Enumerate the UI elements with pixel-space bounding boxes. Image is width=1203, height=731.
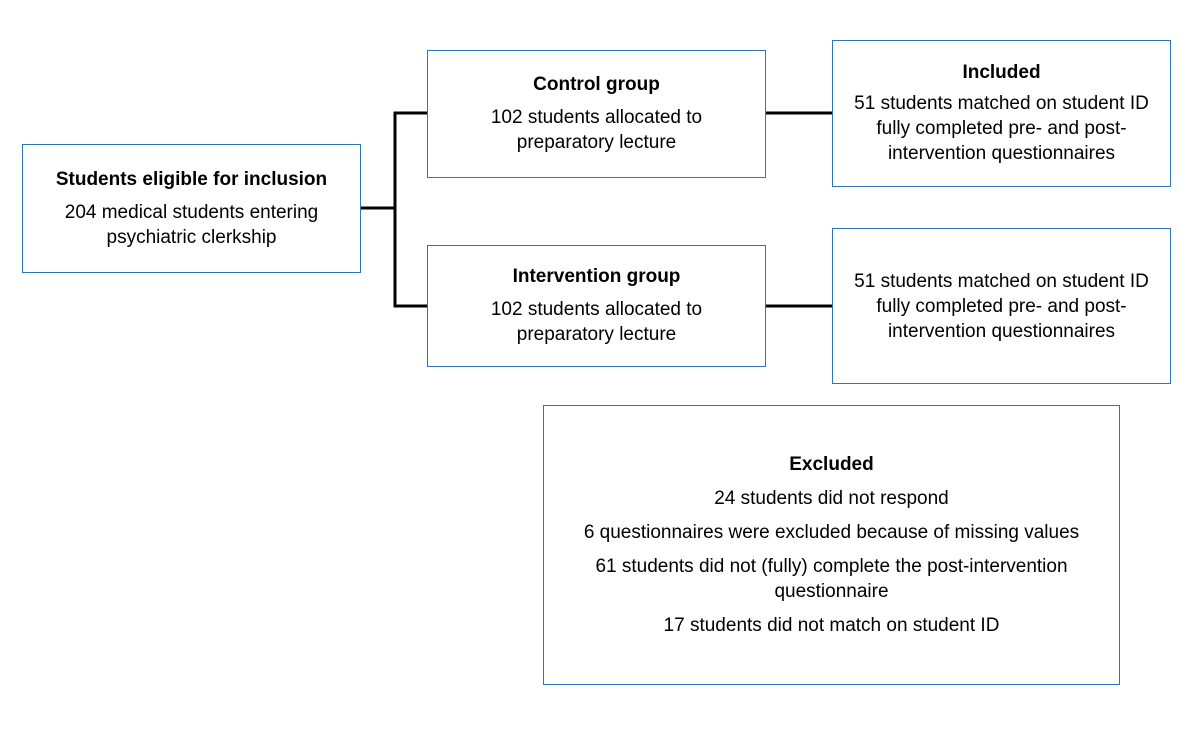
included-intervention-box: 51 students matched on student ID fully … xyxy=(832,228,1171,384)
included-control-box: Included 51 students matched on student … xyxy=(832,40,1171,187)
intervention-group-title: Intervention group xyxy=(512,266,681,287)
included-intervention-line-1: 51 students matched on student ID xyxy=(854,270,1149,292)
excluded-item-4: 17 students did not match on student ID xyxy=(663,614,1000,636)
intervention-group-box: Intervention group 102 students allocate… xyxy=(427,245,766,367)
control-group-line-1: 102 students allocated to xyxy=(490,107,703,128)
eligible-box: Students eligible for inclusion 204 medi… xyxy=(22,144,361,273)
excluded-title: Excluded xyxy=(789,453,874,475)
included-title: Included xyxy=(962,62,1041,83)
control-group-line-2: preparatory lecture xyxy=(516,132,677,153)
eligible-line-1: 204 medical students entering xyxy=(64,201,319,223)
excluded-box: Excluded 24 students did not respond 6 q… xyxy=(543,405,1120,685)
eligible-line-2: psychiatric clerkship xyxy=(106,226,277,248)
excluded-item-2: 6 questionnaires were excluded because o… xyxy=(583,521,1080,543)
eligible-title: Students eligible for inclusion xyxy=(55,168,328,190)
excluded-item-3: 61 students did not (fully) complete the… xyxy=(595,555,1068,602)
included-control-line-2: fully completed pre- and post- xyxy=(876,118,1127,139)
included-control-line-1: 51 students matched on student ID xyxy=(854,93,1149,114)
excluded-item-1: 24 students did not respond xyxy=(714,487,949,509)
intervention-group-line-2: preparatory lecture xyxy=(516,324,677,345)
control-group-box: Control group 102 students allocated to … xyxy=(427,50,766,178)
included-intervention-line-3: intervention questionnaires xyxy=(887,320,1116,342)
control-group-title: Control group xyxy=(533,74,660,95)
included-intervention-line-2: fully completed pre- and post- xyxy=(876,295,1127,317)
intervention-group-line-1: 102 students allocated to xyxy=(490,299,703,320)
included-control-line-3: intervention questionnaires xyxy=(887,143,1116,164)
